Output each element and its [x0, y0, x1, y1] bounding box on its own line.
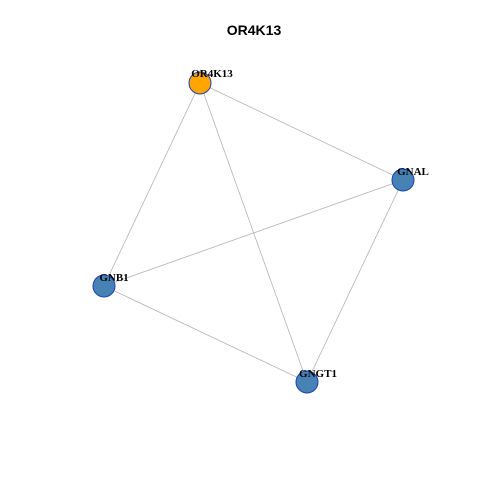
node-gngt1[interactable]: [295, 370, 319, 394]
node-gnb1[interactable]: [92, 274, 116, 298]
nodes-layer: [92, 71, 415, 394]
edge-gnal-gnb1: [103, 179, 404, 287]
node-gnal[interactable]: [391, 168, 415, 192]
node-or4k13[interactable]: [188, 71, 212, 95]
node-label-gngt1: GNGT1: [299, 368, 337, 380]
node-label-gnal: GNAL: [397, 166, 429, 178]
edge-gnb1-gngt1: [103, 285, 308, 383]
edge-or4k13-gnal: [199, 82, 404, 181]
edge-or4k13-gnb1: [103, 82, 201, 287]
edge-or4k13-gngt1: [199, 82, 308, 383]
edges-layer: [103, 82, 404, 383]
edge-gnal-gngt1: [306, 179, 404, 383]
node-label-or4k13: OR4K13: [191, 68, 233, 80]
graph-title: OR4K13: [227, 22, 282, 38]
node-label-gnb1: GNB1: [99, 272, 128, 284]
